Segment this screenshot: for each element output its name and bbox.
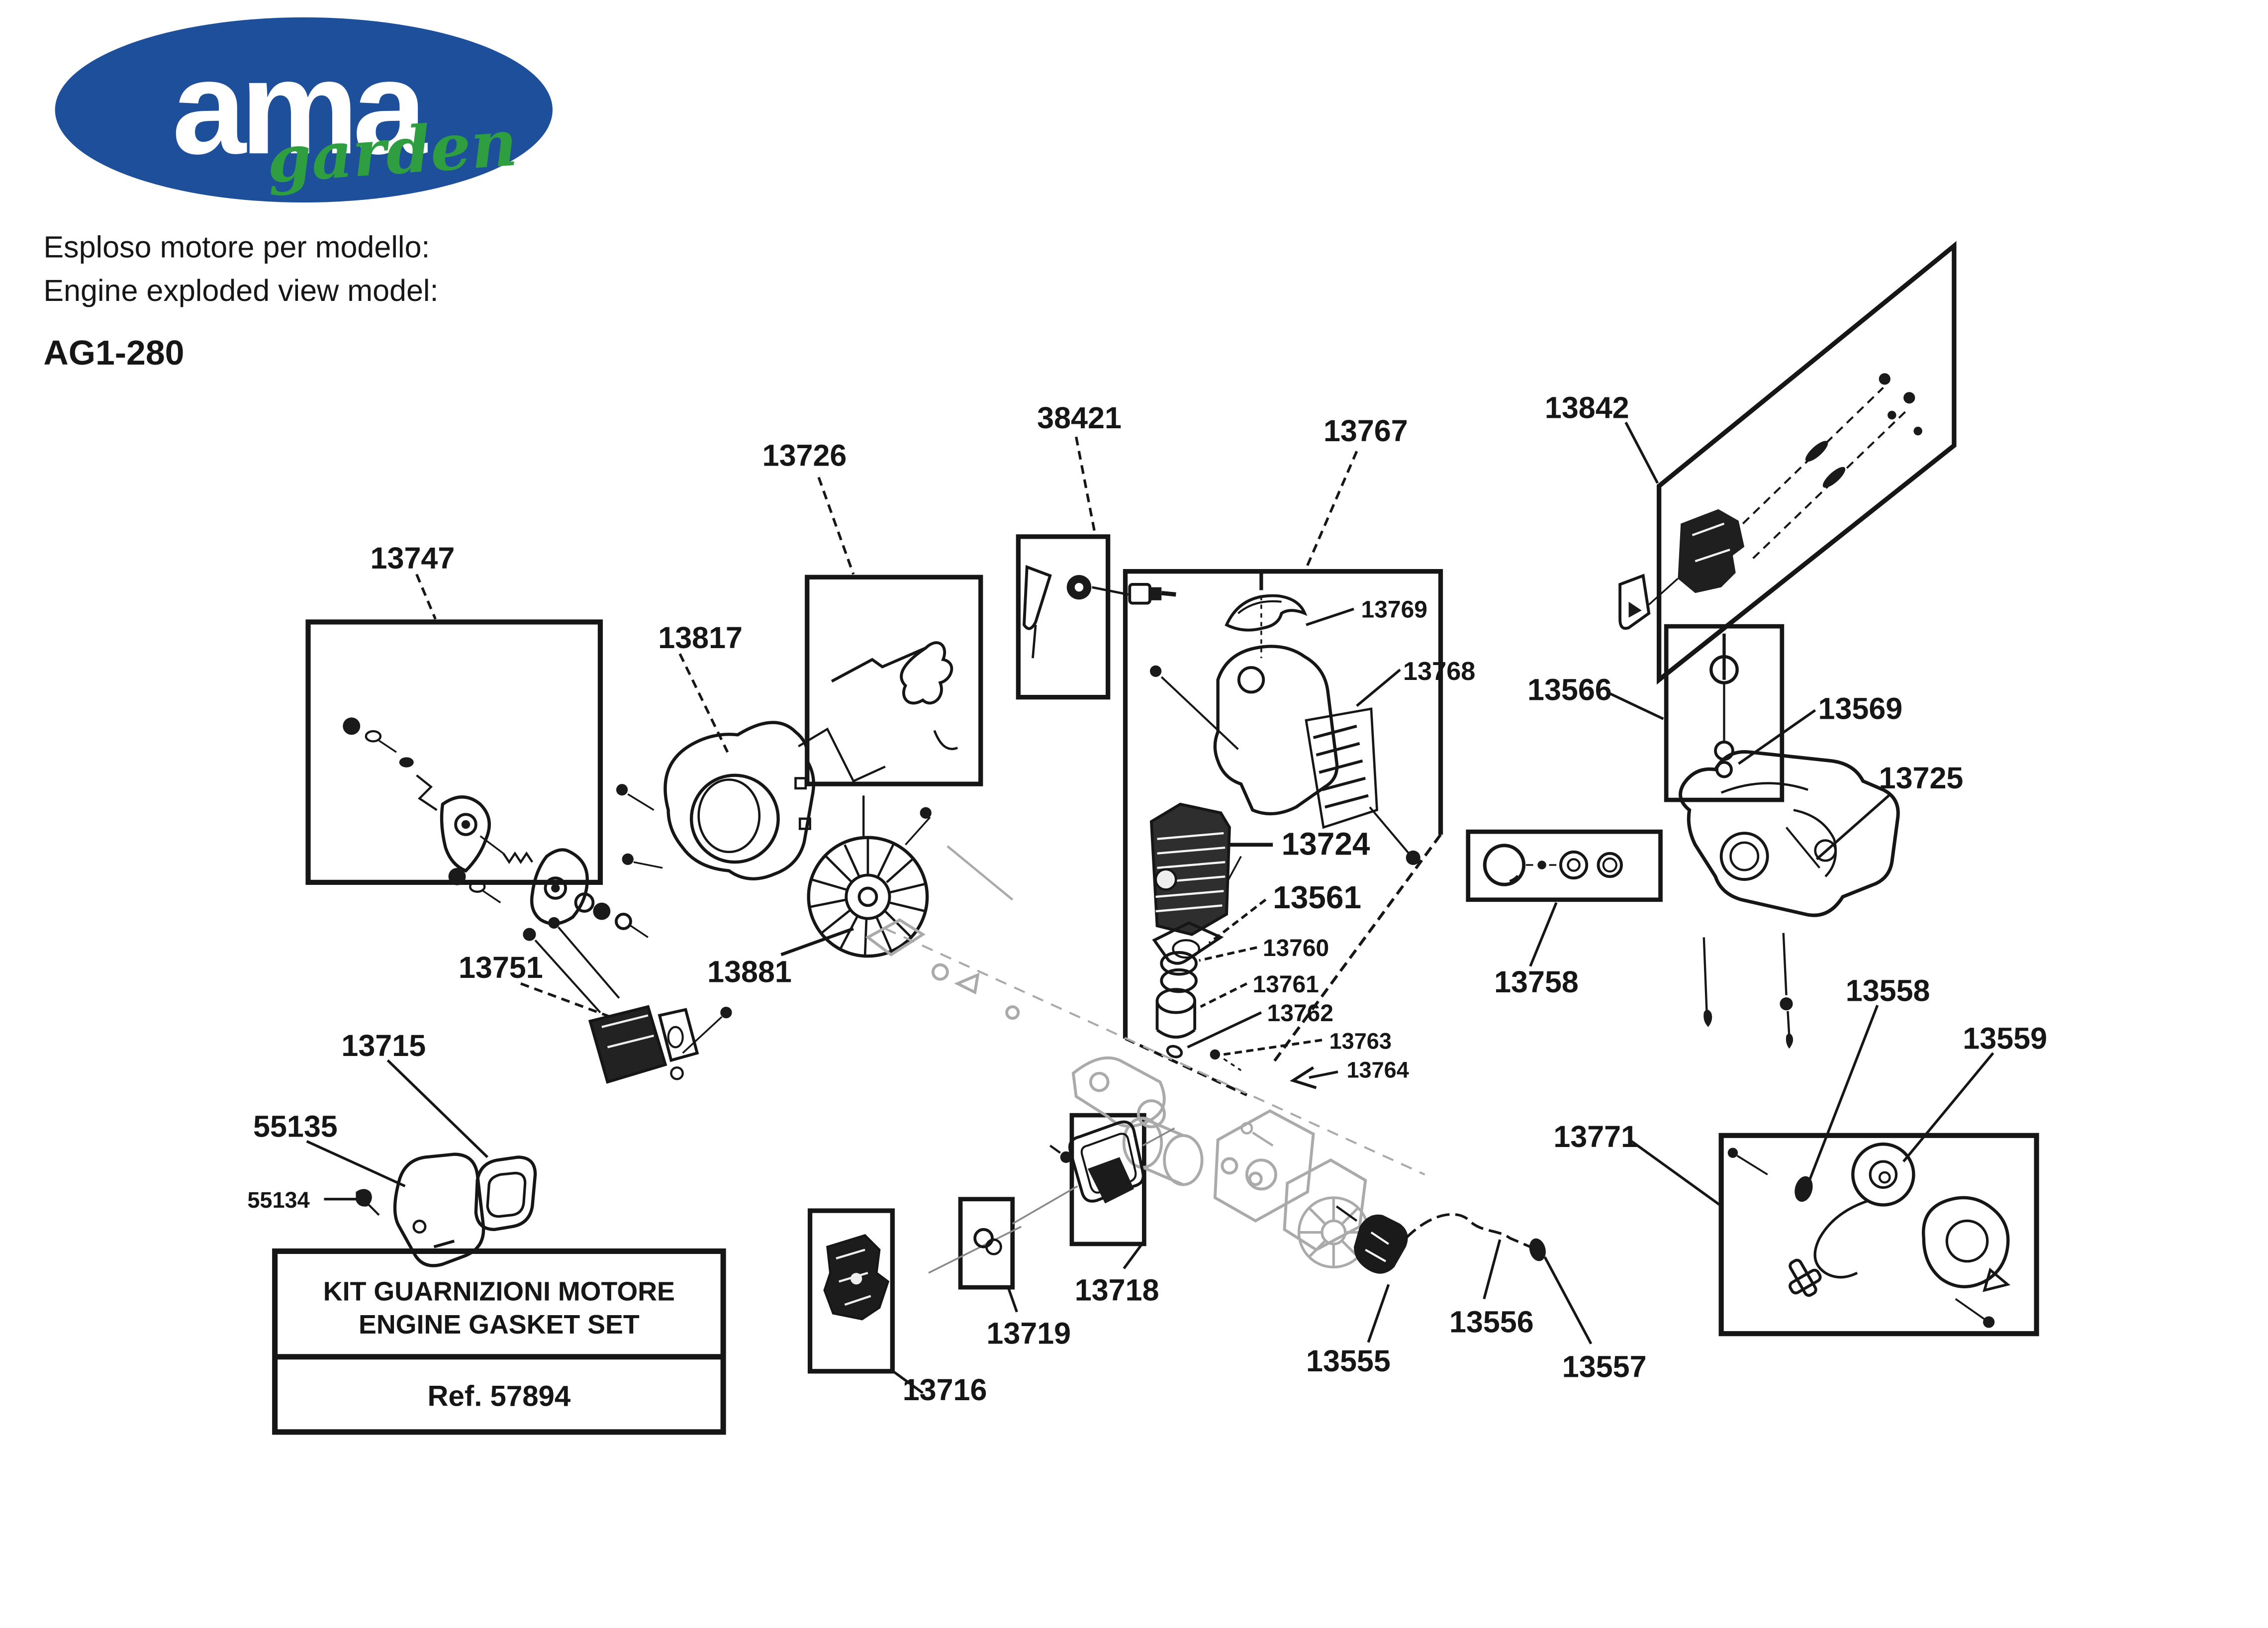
part-label-13726: 13726 — [762, 438, 847, 472]
drawing-carburetor — [823, 1234, 890, 1321]
part-label-13715: 13715 — [341, 1029, 426, 1062]
drawing-gasket-rings — [1483, 844, 1623, 886]
part-label-13761: 13761 — [1252, 971, 1319, 998]
part-label-13561: 13561 — [1273, 879, 1361, 915]
fuel-line-13556 — [1405, 1213, 1531, 1248]
part-number-labels: 13726 38421 13767 13842 13747 13817 1376… — [247, 390, 2047, 1407]
callout-box-13566 — [1664, 624, 1785, 802]
logo-sub-text: garden — [265, 106, 520, 198]
gasket-kit-title-english: ENGINE GASKET SET — [359, 1310, 640, 1340]
drawing-fan-cover — [616, 721, 816, 880]
callout-box-13758 — [1466, 829, 1663, 902]
part-label-13760: 13760 — [1263, 935, 1329, 961]
part-label-13817: 13817 — [658, 621, 743, 655]
part-label-13767: 13767 — [1323, 414, 1408, 448]
part-label-13769: 13769 — [1361, 597, 1427, 623]
part-label-13751: 13751 — [459, 951, 543, 984]
cylinder-gasket-13561 — [1152, 921, 1224, 965]
drawing-exhaust-gasket — [474, 1155, 537, 1232]
part-label-13716: 13716 — [903, 1373, 987, 1407]
drawing-muffler — [523, 917, 732, 1084]
part-label-13555: 13555 — [1306, 1344, 1391, 1378]
gasket-kit-title-italian: KIT GUARNIZIONI MOTORE — [323, 1276, 675, 1306]
part-label-13747: 13747 — [371, 541, 455, 575]
drawing-fuel-filter-line — [1335, 1205, 1546, 1274]
fuel-filter-13555 — [1354, 1214, 1408, 1274]
gasket-kit-box: KIT GUARNIZIONI MOTORE ENGINE GASKET SET… — [272, 1248, 726, 1435]
drawing-muffler-cover — [356, 1152, 485, 1267]
drawing-flywheel — [798, 727, 1014, 958]
drawing-ignition-and-spark-plug — [1023, 565, 1176, 659]
needle-bearing-13763 — [1210, 1049, 1221, 1060]
callout-box-13747 — [305, 619, 603, 885]
part-label-13569: 13569 — [1818, 691, 1903, 725]
piston-clip-13762 — [1166, 1045, 1183, 1058]
part-label-55134: 55134 — [247, 1187, 309, 1213]
gasket-kit-ref: Ref. 57894 — [427, 1380, 570, 1413]
part-label-13762: 13762 — [1267, 1000, 1333, 1027]
drawing-carb-spacer — [928, 1226, 1022, 1274]
leader-lines — [306, 421, 1994, 1394]
callout-box-13716 — [807, 1208, 895, 1374]
drawing-throttle-cable — [831, 641, 958, 751]
screw-55134 — [356, 1189, 372, 1207]
callout-box-13842 — [1656, 241, 1957, 685]
part-label-13725: 13725 — [1879, 761, 1964, 795]
part-label-13559: 13559 — [1963, 1021, 2047, 1055]
part-label-13763: 13763 — [1329, 1028, 1392, 1053]
callout-box-13719 — [958, 1197, 1015, 1290]
air-cleaner-cover-13769 — [1225, 594, 1308, 632]
part-label-13724: 13724 — [1282, 826, 1370, 862]
logo-brand-text: ama — [172, 33, 428, 182]
callout-box-13726 — [805, 575, 983, 786]
part-label-13764: 13764 — [1346, 1057, 1409, 1082]
open-arrowhead-13764 — [1290, 1066, 1317, 1089]
logo-ellipse — [55, 17, 553, 203]
part-label-13719: 13719 — [986, 1317, 1071, 1350]
drawing-clutch-kit — [343, 717, 649, 938]
callout-box-38421 — [1016, 534, 1111, 700]
part-label-13758: 13758 — [1494, 965, 1579, 999]
grommet-13557 — [1529, 1238, 1546, 1261]
drawing-air-filter-housing — [1012, 1120, 1175, 1225]
header-block: Esploso motore per modello: Engine explo… — [43, 230, 438, 372]
part-label-13557: 13557 — [1562, 1349, 1647, 1383]
part-label-13771: 13771 — [1553, 1120, 1638, 1153]
header-line-english: Engine exploded view model: — [43, 274, 438, 307]
part-label-13558: 13558 — [1846, 973, 1930, 1007]
callout-box-13771 — [1718, 1133, 2039, 1337]
part-label-13881: 13881 — [707, 955, 792, 989]
part-label-13566: 13566 — [1527, 672, 1612, 706]
part-label-55135: 55135 — [253, 1110, 338, 1144]
engine-shroud-13768 — [1213, 645, 1339, 816]
part-label-13718: 13718 — [1075, 1273, 1159, 1307]
part-label-38421: 38421 — [1037, 401, 1122, 435]
ama-garden-logo: ama garden — [55, 17, 553, 203]
piston-ring-13760 — [1160, 951, 1198, 976]
drawing-recoil-starter — [1727, 1143, 2011, 1328]
starter-pulley-13559 — [1851, 1143, 1915, 1207]
starter-washer-13558 — [1795, 1176, 1813, 1202]
drawing-carburetor-kit — [1618, 373, 1922, 630]
header-line-italian: Esploso motore per modello: — [43, 230, 430, 264]
drawing-crankcase-tank — [1679, 750, 1900, 1049]
drawing-ghost-crankshaft — [865, 918, 1425, 1269]
part-label-13768: 13768 — [1403, 657, 1476, 686]
part-label-13556: 13556 — [1449, 1305, 1534, 1339]
callout-box-13767 — [1123, 569, 1443, 1039]
model-number: AG1-280 — [43, 333, 184, 372]
part-label-13842: 13842 — [1545, 390, 1629, 424]
drawing-engine-cover-stack — [1149, 573, 1420, 1071]
